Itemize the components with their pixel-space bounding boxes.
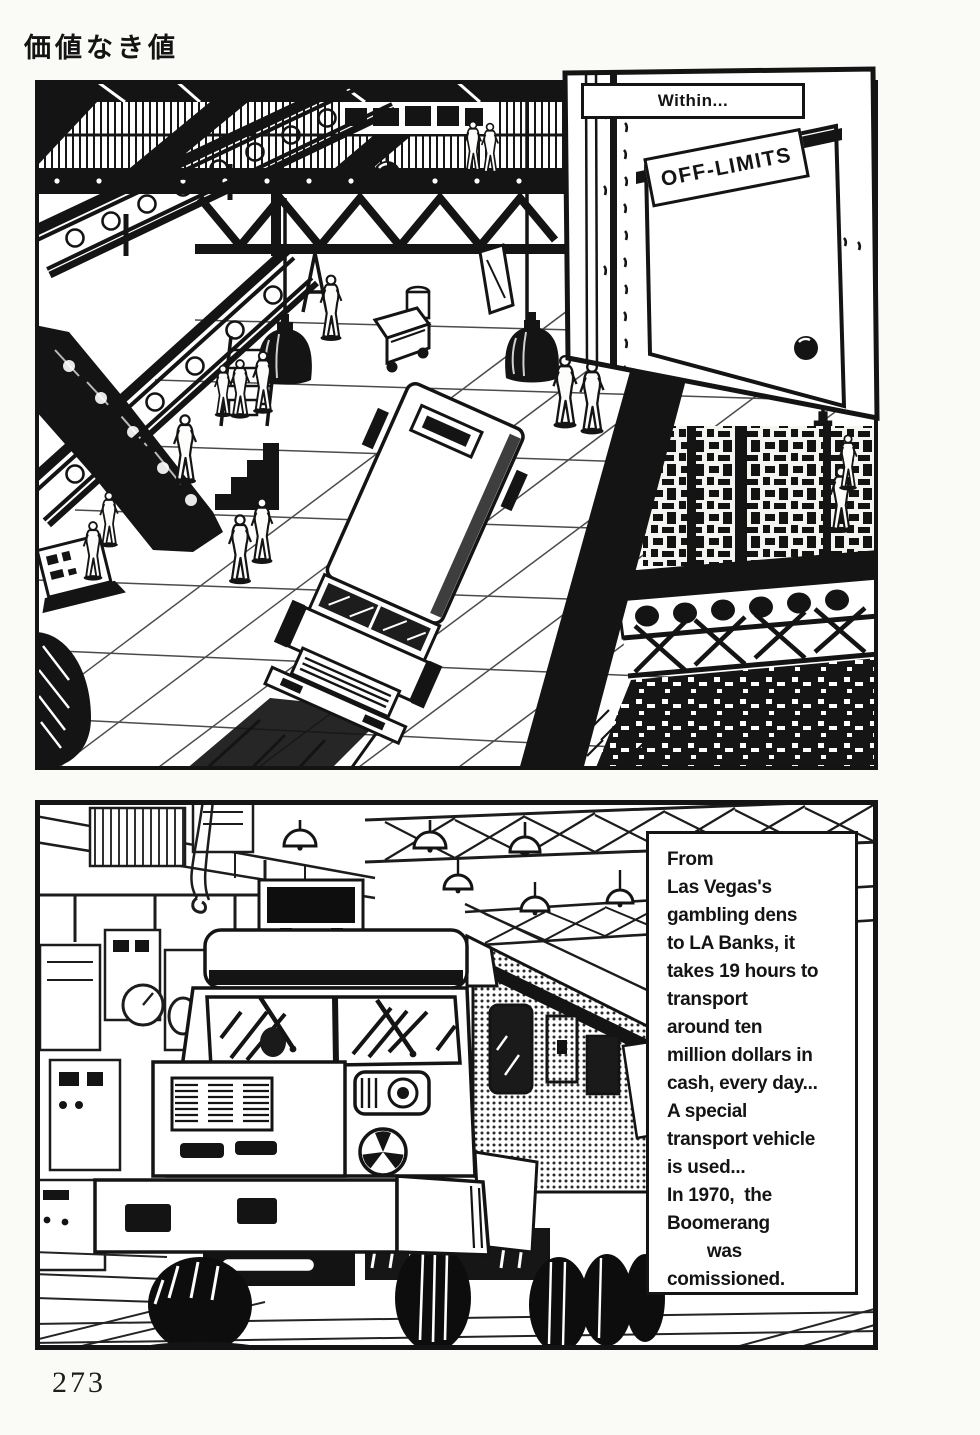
worker-figures [82, 120, 858, 586]
narration-caption: From Las Vegas's gambling dens to LA Ban… [646, 831, 858, 1295]
scaffold-right [520, 368, 874, 766]
rear-wheel-1 [529, 1257, 589, 1345]
truck-scene-art [40, 805, 873, 1345]
wipers [258, 995, 415, 1055]
conveyor-lower [39, 246, 320, 528]
caption-within: Within... [581, 83, 805, 119]
headlight [353, 1070, 431, 1116]
page-number: 273 [52, 1366, 106, 1399]
leaning-sign [478, 243, 515, 316]
armored-van-top [262, 382, 528, 746]
truck-cab-front [93, 878, 499, 1345]
side-window-rear [585, 1034, 621, 1096]
front-left-wheel [148, 1257, 252, 1345]
riveted-wall [584, 69, 862, 376]
door-emblem [358, 1127, 408, 1177]
work-cart [372, 285, 432, 373]
factory-overview-art [39, 84, 874, 766]
radiator-grille [170, 1076, 274, 1132]
door-inset-panel: Within... OFF-LIMITS [560, 66, 886, 426]
door-inset-art [562, 66, 880, 422]
corner-machine [39, 632, 91, 766]
side-window [488, 1003, 534, 1095]
rear-wheel-2 [581, 1254, 633, 1345]
roof-sign [267, 887, 355, 923]
page-title-japanese: 価値なき値 [24, 33, 179, 63]
conveyor-upper [39, 84, 397, 279]
hanging-lamps [282, 820, 635, 916]
